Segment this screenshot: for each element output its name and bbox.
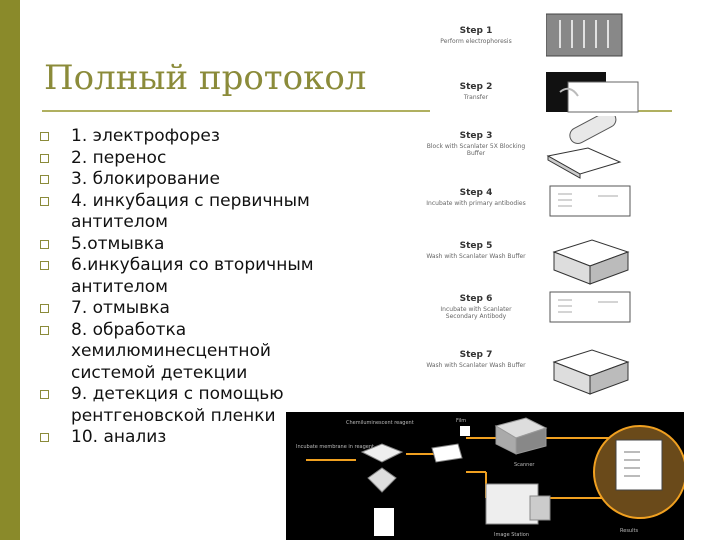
bullet-square-icon xyxy=(40,196,49,206)
list-item: 6.инкубация со вторичным антителом xyxy=(40,255,340,298)
workflow-label-incubate: Incubate membrane in reagent xyxy=(296,444,374,450)
list-item: 2. перенос xyxy=(40,148,340,170)
blocking-tray-icon xyxy=(546,116,622,179)
slide-title: Полный протокол xyxy=(44,58,367,98)
bullet-square-icon xyxy=(40,239,49,249)
left-accent-bar xyxy=(0,0,20,540)
bullet-square-icon xyxy=(40,261,49,270)
step-6-label: Step 6 xyxy=(459,294,493,304)
workflow-label-results: Results xyxy=(620,528,638,534)
step-3-sub: Block with Scanlater 5X Blocking Buffer xyxy=(426,143,526,157)
list-item: 1. электрофорез xyxy=(40,126,340,148)
membrane-icon-2 xyxy=(549,291,631,323)
list-item-text: 1. электрофорез xyxy=(71,126,220,146)
list-item-text: 3. блокирование xyxy=(71,169,220,189)
step-5-label: Step 5 xyxy=(459,241,493,251)
list-item-text: 6.инкубация со вторичным антителом xyxy=(71,255,314,297)
list-item-text: 10. анализ xyxy=(71,427,167,447)
step-1-label: Step 1 xyxy=(459,26,493,36)
protocol-list: 1. электрофорез 2. перенос 3. блокирован… xyxy=(40,126,340,449)
workflow-label-film: Film xyxy=(456,418,466,424)
membrane-icon xyxy=(549,185,631,217)
list-item-text: 5.отмывка xyxy=(71,233,165,254)
list-item: 8. обработка хемилюминесцентной системой… xyxy=(40,320,340,385)
step-7-sub: Wash with Scanlater Wash Buffer xyxy=(426,362,526,369)
bullet-square-icon xyxy=(40,304,49,313)
list-item-text: 2. перенос xyxy=(71,147,167,168)
shaker-icon-2 xyxy=(552,349,630,395)
list-item-text: 9. детекция с помощью рентгеновской плен… xyxy=(71,384,284,426)
workflow-label-reagent: Chemiluminescent reagent xyxy=(346,420,414,426)
list-item: 3. блокирование xyxy=(40,169,340,191)
steps-diagram: Step 1 Perform electrophoresis Step 2 Tr… xyxy=(426,8,676,408)
shaker-icon xyxy=(552,239,630,285)
title-underline xyxy=(42,110,430,112)
detection-workflow-panel: Chemiluminescent reagent Incubate membra… xyxy=(286,412,687,540)
list-item: 4. инкубация с первичным антителом xyxy=(40,191,340,234)
step-6-sub: Incubate with Scanlater Secondary Antibo… xyxy=(440,306,512,320)
step-1-sub: Perform electrophoresis xyxy=(440,38,512,45)
step-2-sub: Transfer xyxy=(463,94,489,101)
transfer-icon xyxy=(546,72,639,113)
electrophoresis-gel-icon xyxy=(546,13,623,57)
detection-workflow-illustration: Chemiluminescent reagent Incubate membra… xyxy=(296,417,687,538)
list-item: 5.отмывка xyxy=(40,234,340,256)
workflow-label-scanner: Scanner xyxy=(514,462,535,468)
step-5-sub: Wash with Scanlater Wash Buffer xyxy=(426,253,526,260)
step-3-label: Step 3 xyxy=(459,131,493,141)
bullet-square-icon xyxy=(40,390,49,399)
workflow-label-image-station: Image Station xyxy=(494,532,529,538)
step-4-label: Step 4 xyxy=(459,188,493,198)
step-7-label: Step 7 xyxy=(459,350,493,360)
list-item-text: 4. инкубация с первичным антителом xyxy=(71,190,310,233)
bullet-square-icon xyxy=(40,132,49,141)
step-4-sub: Incubate with primary antibodies xyxy=(426,200,526,207)
step-2-label: Step 2 xyxy=(459,82,493,92)
bullet-square-icon xyxy=(40,153,49,163)
bullet-square-icon xyxy=(40,433,49,442)
list-item: 10. анализ xyxy=(40,427,340,449)
list-item-text: 7. отмывка xyxy=(71,298,170,318)
list-item: 9. детекция с помощью рентгеновской плен… xyxy=(40,384,340,427)
bullet-square-icon xyxy=(40,325,49,335)
list-item-text: 8. обработка хемилюминесцентной системой… xyxy=(71,319,271,383)
list-item: 7. отмывка xyxy=(40,298,340,320)
bullet-square-icon xyxy=(40,175,49,184)
